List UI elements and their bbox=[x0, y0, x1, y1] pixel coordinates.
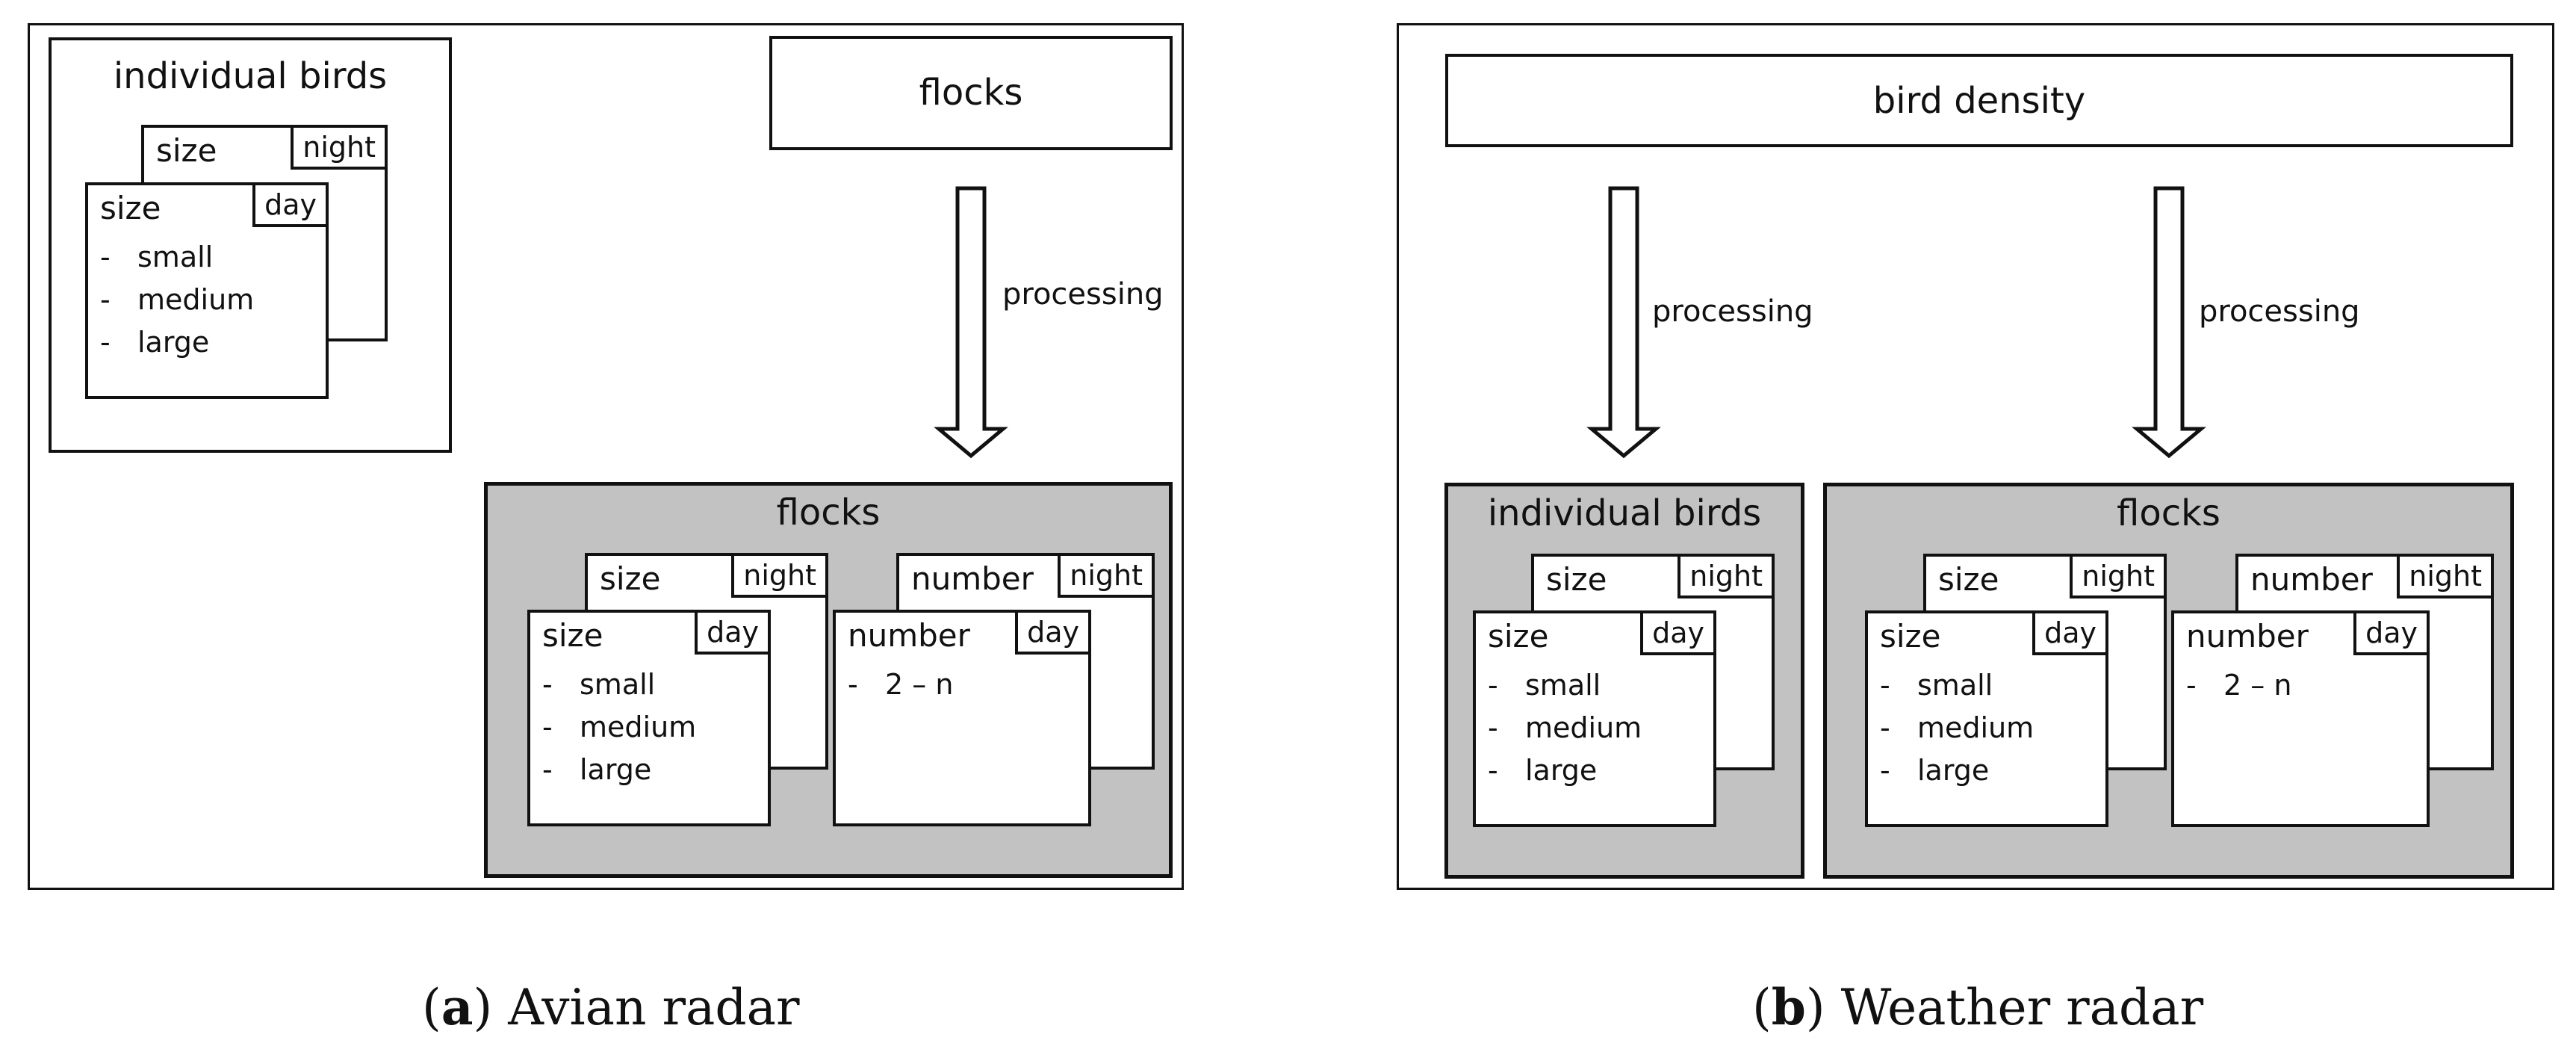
panel-a-caption: (a) Avian radar bbox=[422, 978, 800, 1036]
card-title: size bbox=[1938, 561, 1999, 598]
list-item: -small bbox=[1488, 669, 1601, 702]
card-title: size bbox=[1546, 561, 1607, 598]
list-item: -2 – n bbox=[848, 668, 954, 701]
card-title: size bbox=[1880, 618, 1941, 655]
list-item: -medium bbox=[100, 283, 255, 316]
number-list: -2 – n bbox=[848, 663, 953, 706]
list-item: -medium bbox=[1880, 711, 2035, 744]
list-item: -large bbox=[1880, 754, 1990, 787]
card-title: number bbox=[2250, 561, 2373, 598]
panel-a-processing-arrow bbox=[934, 186, 1008, 459]
size-list: -small -medium -large bbox=[1880, 664, 2034, 792]
panel-a-flocks-source-box: flocks bbox=[769, 36, 1173, 150]
day-tag: day bbox=[252, 182, 329, 227]
night-tag: night bbox=[1677, 554, 1775, 598]
list-item: -large bbox=[1488, 754, 1598, 787]
day-tag: day bbox=[1015, 610, 1091, 655]
panel-a-flocks-result-title: flocks bbox=[776, 492, 881, 533]
panel-a-individual-birds-title: individual birds bbox=[113, 55, 388, 97]
number-list: -2 – n bbox=[2186, 664, 2291, 707]
night-tag: night bbox=[731, 553, 828, 598]
card-title: size bbox=[542, 617, 603, 654]
card-title: size bbox=[156, 132, 217, 169]
size-list: -small -medium -large bbox=[1488, 664, 1642, 792]
card-title: size bbox=[100, 190, 161, 226]
panel-a-ib-day-card: size day -small -medium -large bbox=[85, 182, 329, 399]
panel-b-processing-arrow-right bbox=[2132, 186, 2206, 459]
panel-a-flocks-source-title: flocks bbox=[919, 72, 1023, 114]
caption-letter: a bbox=[441, 978, 474, 1036]
night-tag: night bbox=[1058, 553, 1155, 598]
night-tag: night bbox=[291, 125, 388, 170]
list-item: -large bbox=[100, 326, 210, 359]
card-title: size bbox=[1488, 618, 1549, 655]
list-item: -medium bbox=[1488, 711, 1642, 744]
list-item: -large bbox=[542, 753, 652, 786]
list-item: -small bbox=[1880, 669, 1993, 702]
day-tag: day bbox=[2032, 610, 2108, 655]
panel-b-individual-birds-title: individual birds bbox=[1487, 492, 1762, 534]
caption-letter: b bbox=[1771, 978, 1806, 1036]
day-tag: day bbox=[1640, 610, 1716, 655]
list-item: -2 – n bbox=[2186, 669, 2292, 702]
caption-text: Avian radar bbox=[508, 979, 800, 1036]
panel-b-flocks-size-day-card: size day -small -medium -large bbox=[1865, 610, 2108, 827]
card-title: size bbox=[600, 560, 661, 597]
panel-a-flocks-size-day-card: size day -small -medium -large bbox=[527, 610, 771, 826]
panel-b-processing-arrow-left bbox=[1586, 186, 1661, 459]
night-tag: night bbox=[2397, 554, 2494, 598]
panel-b-arrow-label-right: processing bbox=[2199, 294, 2360, 329]
panel-b-bird-density-box: bird density bbox=[1445, 54, 2513, 147]
card-title: number bbox=[848, 617, 970, 654]
panel-b-flocks-title: flocks bbox=[2117, 492, 2220, 534]
size-list: -small -medium -large bbox=[542, 663, 696, 791]
card-title: number bbox=[2186, 618, 2309, 655]
panel-b-ib-day-card: size day -small -medium -large bbox=[1473, 610, 1716, 827]
day-tag: day bbox=[2353, 610, 2430, 655]
list-item: -medium bbox=[542, 711, 697, 743]
card-title: number bbox=[911, 560, 1034, 597]
panel-a-arrow-label: processing bbox=[1002, 277, 1164, 312]
panel-a-flocks-number-day-card: number day -2 – n bbox=[833, 610, 1091, 826]
panel-b-caption: (b) Weather radar bbox=[1752, 978, 2204, 1036]
panel-b-flocks-number-day-card: number day -2 – n bbox=[2171, 610, 2430, 827]
day-tag: day bbox=[695, 610, 771, 655]
caption-text: Weather radar bbox=[1840, 979, 2204, 1036]
panel-b-arrow-label-left: processing bbox=[1652, 294, 1813, 329]
panel-b-bird-density-title: bird density bbox=[1872, 80, 2086, 122]
size-list: -small -medium -large bbox=[100, 236, 254, 364]
list-item: -small bbox=[100, 241, 214, 273]
list-item: -small bbox=[542, 668, 656, 701]
night-tag: night bbox=[2070, 554, 2167, 598]
